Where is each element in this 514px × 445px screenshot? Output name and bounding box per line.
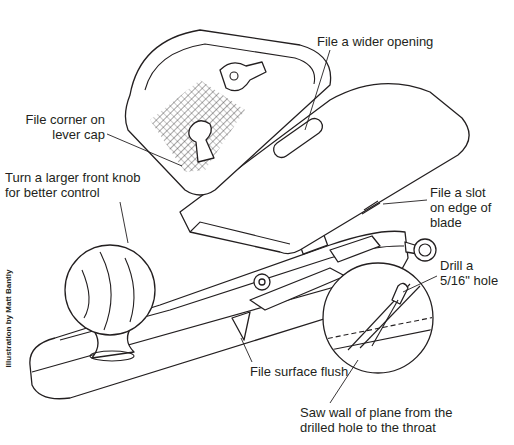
leader-lines [107,50,437,403]
callout-label: File corner on lever cap [10,112,105,142]
callout-label: Saw wall of plane from the drilled hole … [300,405,470,435]
plane-body [30,231,436,399]
callout-label: File a wider opening [317,34,433,49]
front-knob [65,245,155,361]
illustration-credit: Illustration by Matt Bantly [5,269,14,367]
callout-label: File surface flush [250,364,348,379]
magnified-detail [320,263,440,373]
callout-label: Drill a 5/16" hole [440,258,500,288]
lever-cap [125,30,330,195]
callout-label: Turn a larger front knob for better cont… [5,170,150,200]
callout-label: File a slot on edge of blade [430,185,498,230]
